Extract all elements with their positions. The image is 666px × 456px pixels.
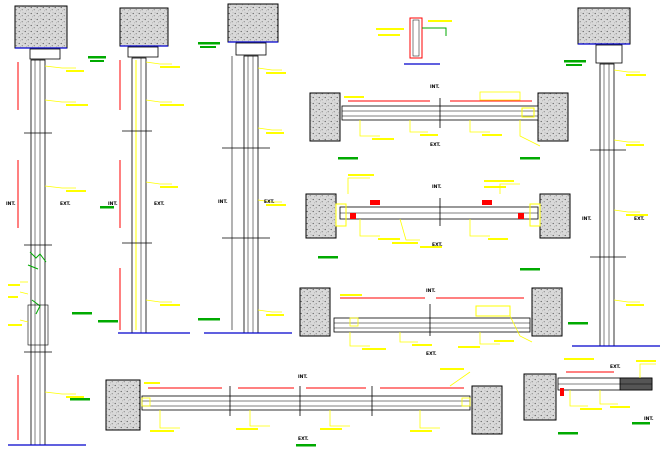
ext-label: EXT. [264, 199, 275, 205]
section-titles [98, 206, 118, 323]
ext-label: EXT. [634, 216, 645, 222]
ext-label: EXT. [610, 364, 621, 370]
small-detail-top [376, 17, 452, 65]
frame-head [333, 317, 531, 333]
annotation-leaders [19, 65, 76, 395]
seal-red [482, 200, 492, 205]
section-titles [568, 322, 588, 325]
int-label: INT. [218, 199, 228, 205]
annotation-leaders [349, 315, 533, 347]
head-trim [235, 42, 267, 56]
horizontal-section-a: INT. EXT. [309, 84, 569, 160]
annotation-leaders [145, 61, 172, 303]
seal-yellow [475, 305, 511, 317]
head-wall-block [577, 7, 631, 45]
head-trim [595, 44, 623, 64]
jamb-wall-left [309, 92, 341, 142]
int-label: INT. [644, 416, 654, 422]
head-trim [127, 46, 159, 58]
section-titles [558, 422, 650, 435]
detail-flashing [422, 27, 447, 36]
ext-label: EXT. [430, 142, 441, 148]
seal-yellow [141, 397, 151, 407]
section-titles [564, 60, 586, 66]
annotation-leaders [569, 363, 656, 407]
jamb-wall-right [539, 193, 571, 239]
jamb-profile-yellow [335, 203, 347, 227]
annotation-leaders [613, 69, 640, 303]
annotation-texts [376, 20, 452, 36]
seal-yellow [479, 91, 521, 101]
section-titles [198, 42, 220, 321]
section-titles [296, 444, 316, 447]
seal-red [560, 388, 564, 396]
hardware-detail-green [27, 251, 47, 315]
int-label: INT. [6, 201, 16, 207]
int-label: INT. [298, 374, 308, 380]
jamb-wall-left [523, 373, 557, 421]
int-label: INT. [426, 288, 436, 294]
ext-label: EXT. [432, 242, 443, 248]
section-titles [338, 157, 540, 160]
head-trim [29, 48, 61, 60]
annotation-texts [344, 96, 502, 140]
annotation-texts [144, 368, 464, 432]
frame-jamb [243, 55, 259, 334]
annotation-texts [160, 66, 184, 306]
seal-yellow [521, 107, 535, 118]
frame-jamb [131, 57, 147, 334]
jamb-profile-yellow [529, 203, 541, 227]
ext-label: EXT. [154, 201, 165, 207]
horizontal-section-long: INT. EXT. [105, 368, 503, 447]
int-label: INT. [582, 216, 592, 222]
annotation-texts [340, 294, 514, 350]
jamb-wall-right [537, 92, 569, 142]
jamb-wall-right [531, 287, 563, 337]
seal-red [518, 213, 524, 219]
jamb-wall-left [105, 379, 141, 431]
int-label: INT. [430, 84, 440, 90]
seal-yellow [349, 317, 359, 327]
int-label: INT. [432, 184, 442, 190]
vertical-section-2: INT. EXT. [98, 7, 190, 334]
annotation-texts [8, 70, 88, 398]
annotation-leaders [159, 371, 471, 429]
horizontal-section-small: EXT. INT. [523, 358, 656, 435]
annotation-leaders [347, 177, 520, 241]
vertical-section-1: INT. EXT. [6, 5, 106, 446]
annotation-leaders [359, 120, 541, 147]
int-label: INT. [108, 201, 118, 207]
detail-profile [409, 17, 423, 59]
seal-red [350, 213, 356, 219]
horizontal-section-c: INT. EXT. [299, 287, 588, 357]
frame-jamb [599, 63, 615, 347]
annotation-texts [348, 174, 514, 248]
jamb-wall-right [471, 385, 503, 435]
jamb-wall-left [299, 287, 331, 337]
vertical-section-3: INT. EXT. [198, 3, 292, 334]
head-wall-block [227, 3, 279, 43]
annotation-leaders [257, 67, 282, 313]
frame-jamb [30, 59, 46, 446]
seal-yellow [461, 397, 471, 407]
annotation-texts [564, 358, 656, 410]
annotation-texts [266, 72, 286, 316]
section-titles [318, 256, 540, 271]
horizontal-section-b: INT. EXT. [305, 174, 571, 271]
seal-red [370, 200, 380, 205]
vertical-section-4: INT. EXT. [564, 7, 660, 347]
ext-label: EXT. [426, 351, 437, 357]
head-wall-block [14, 5, 68, 49]
jamb-wall-left [305, 193, 337, 239]
ext-label: EXT. [298, 436, 309, 442]
section-titles [70, 56, 106, 401]
hardware-detail-box [27, 304, 49, 346]
detail-profile-inner [412, 19, 420, 57]
frame-head [141, 395, 471, 411]
ext-label: EXT. [60, 201, 71, 207]
annotation-texts [626, 74, 648, 306]
head-wall-block [119, 7, 169, 47]
